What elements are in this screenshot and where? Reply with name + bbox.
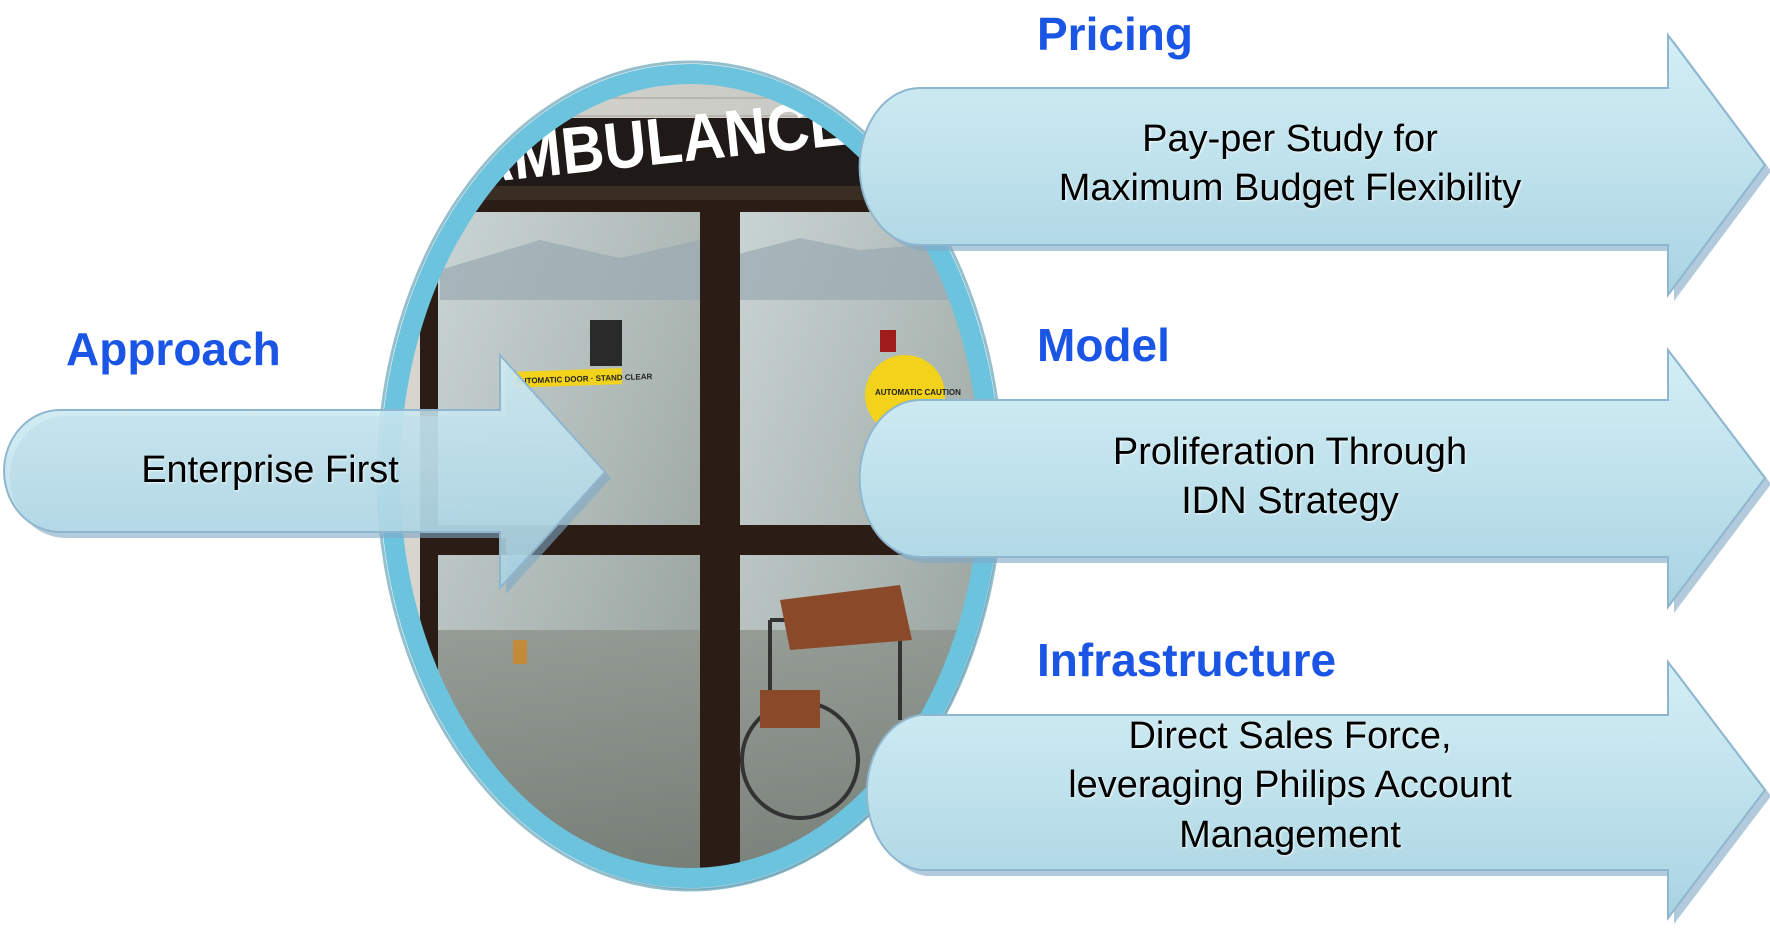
infrastructure-text: Direct Sales Force, leveraging Philips A… [900, 712, 1680, 860]
approach-line: Enterprise First [141, 449, 399, 491]
infrastructure-line-1: Direct Sales Force, [1128, 715, 1452, 757]
caution-badge-text: AUTOMATIC CAUTION [875, 388, 961, 397]
infrastructure-line-3: Management [1179, 813, 1401, 856]
pricing-text: Pay-per Study for Maximum Budget Flexibi… [900, 115, 1680, 214]
approach-heading: Approach [66, 323, 281, 375]
pricing-heading: Pricing [1037, 8, 1193, 60]
infrastructure-arrow [865, 659, 1770, 924]
infrastructure-line-2: leveraging Philips Account [1068, 764, 1512, 807]
model-text: Proliferation Through IDN Strategy [900, 428, 1680, 527]
approach-arrow [3, 352, 611, 594]
model-heading: Model [1037, 319, 1170, 371]
pricing-line-2: Maximum Budget Flexibility [1058, 167, 1522, 210]
pricing-line-1: Pay-per Study for [1142, 118, 1438, 160]
model-arrow [858, 347, 1770, 613]
model-line-2: IDN Strategy [1181, 480, 1399, 523]
approach-text: Enterprise First [40, 446, 500, 495]
infrastructure-heading: Infrastructure [1037, 634, 1337, 686]
pricing-arrow [858, 31, 1770, 301]
model-line-1: Proliferation Through [1112, 431, 1468, 473]
